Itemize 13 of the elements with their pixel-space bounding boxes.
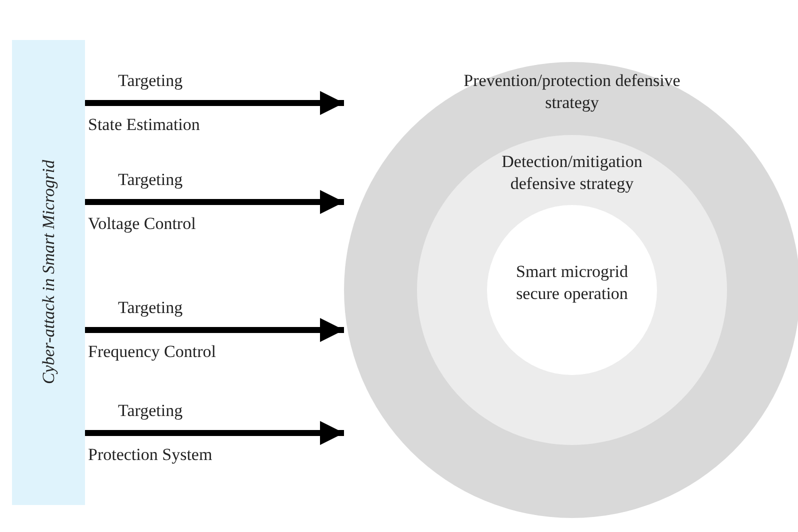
edge-label: Targeting Frequency Control: [88, 297, 216, 363]
edge-label: Targeting Protection System: [88, 400, 212, 466]
arrow: [85, 91, 344, 115]
zone-title: Detection/mitigation defensive strategy: [500, 151, 644, 195]
side-banner: [12, 40, 85, 505]
arrow: [85, 318, 344, 342]
zone-title: Smart microgrid secure operation: [515, 261, 629, 305]
arrow: [85, 190, 344, 214]
edge-label: Targeting Voltage Control: [88, 169, 196, 235]
edge-label: Targeting State Estimation: [88, 70, 200, 136]
arrow: [85, 421, 344, 445]
banner-title: Cyber-attack in Smart Microgrid: [38, 159, 59, 384]
zone-title: Prevention/protection defensive strategy: [462, 70, 682, 114]
